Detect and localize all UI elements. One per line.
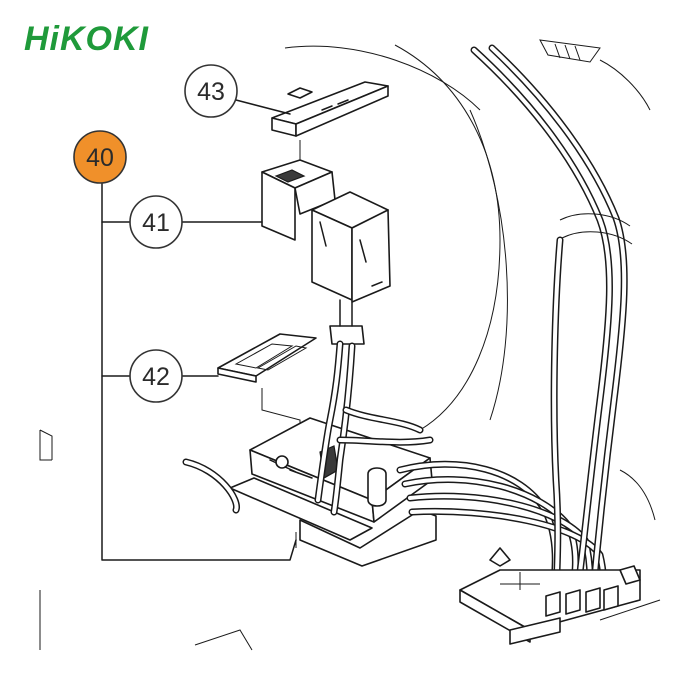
hikoki-logo: HiKOKI — [24, 20, 150, 58]
wire-bundle — [182, 340, 434, 516]
terminal-block — [459, 547, 641, 645]
part-42-gasket — [217, 333, 317, 440]
part-43-slider — [271, 81, 389, 170]
callout-40: 40 — [73, 130, 127, 184]
callout-43-label: 43 — [197, 78, 225, 106]
leader-lines — [101, 99, 297, 561]
callout-42: 42 — [129, 349, 183, 403]
part-41-switch — [261, 159, 391, 345]
callout-41-circle — [129, 195, 183, 249]
callout-43-circle — [184, 64, 238, 118]
callout-40-circle — [73, 130, 127, 184]
callout-40-label: 40 — [86, 144, 114, 172]
callout-41-label: 41 — [142, 209, 170, 237]
callout-43: 43 — [184, 64, 238, 118]
callout-42-label: 42 — [142, 363, 170, 391]
callout-41: 41 — [129, 195, 183, 249]
housing-outline — [39, 39, 661, 651]
callout-42-circle — [129, 349, 183, 403]
